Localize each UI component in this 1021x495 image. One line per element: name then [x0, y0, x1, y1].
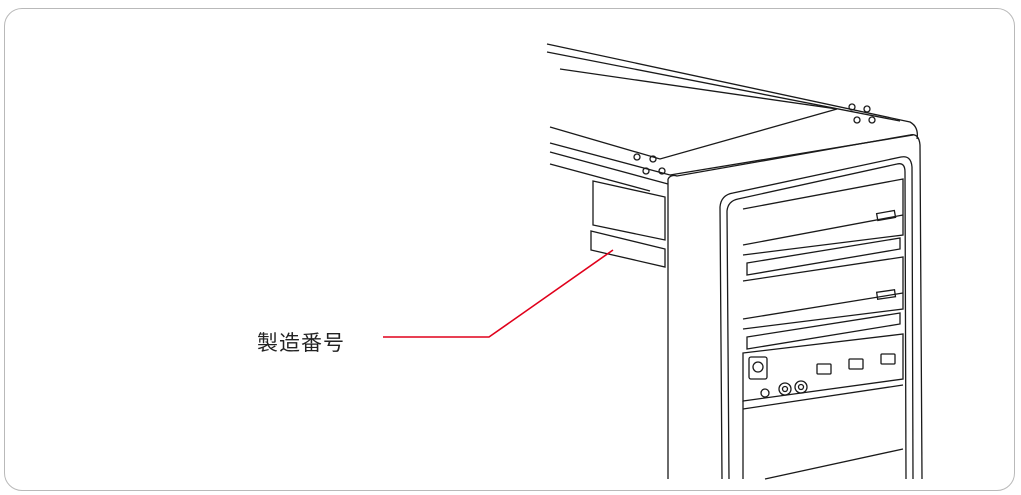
optical-drive-bay-1 [742, 178, 904, 276]
pc-tower-illustration [383, 43, 923, 480]
illustration-frame: 製造番号 [4, 8, 1015, 491]
front-io-panel [742, 333, 904, 402]
case-side-panel [549, 163, 669, 479]
case-top-panel [546, 43, 918, 185]
case-front-bezel [667, 134, 923, 480]
case-lower-bays [742, 384, 904, 480]
serial-number-leader-line [383, 249, 614, 338]
serial-number-label: 製造番号 [257, 331, 345, 355]
optical-drive-bay-2 [742, 256, 904, 350]
serial-number-plate [590, 180, 666, 268]
